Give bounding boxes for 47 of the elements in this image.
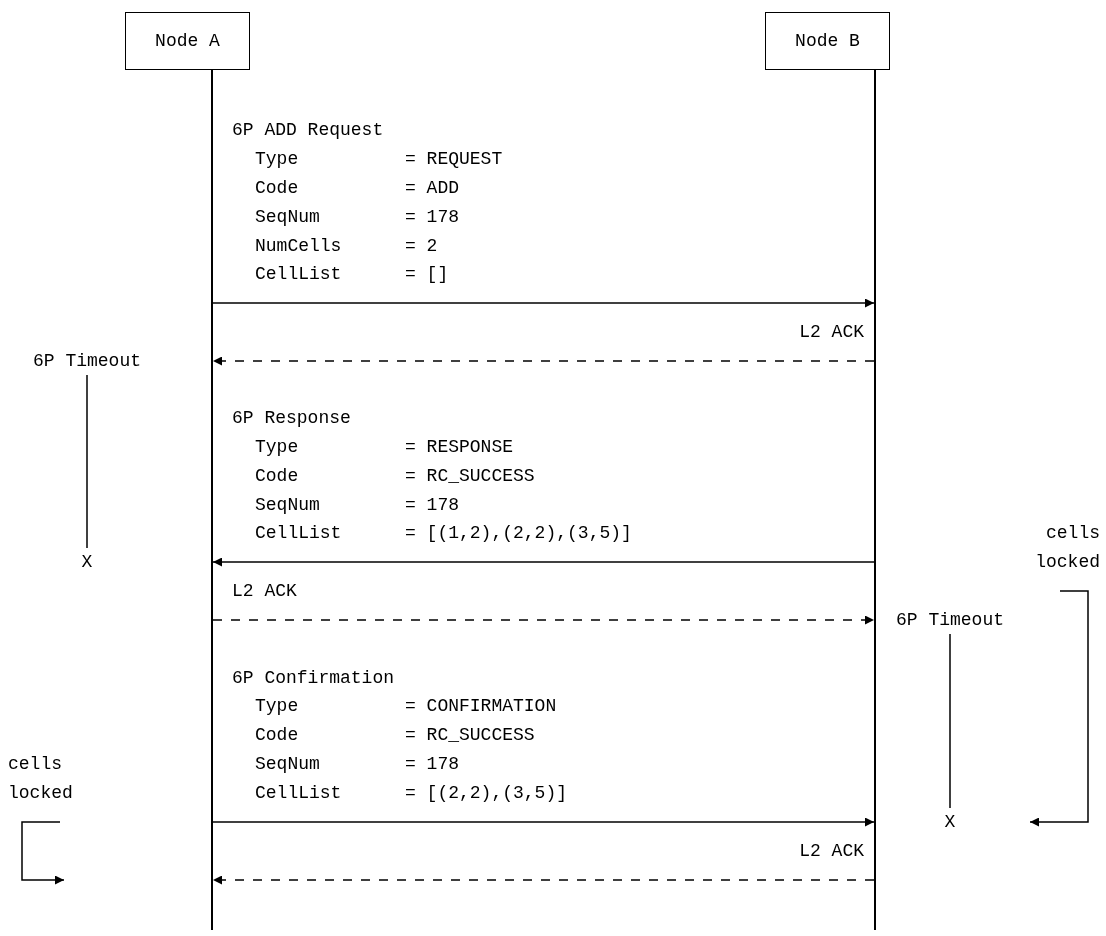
lifeline (874, 70, 876, 930)
field-value: = REQUEST (405, 148, 503, 171)
field-name: CellList (255, 263, 342, 286)
message-title: 6P ADD Request (232, 119, 384, 142)
field-value: = 178 (405, 206, 459, 229)
field-name: Type (255, 148, 299, 171)
field-name: Code (255, 465, 299, 488)
field-name: Code (255, 177, 299, 200)
message-title: 6P Confirmation (232, 667, 395, 690)
message-arrow (212, 817, 875, 827)
field-value: = RC_SUCCESS (405, 465, 535, 488)
field-name: Type (255, 695, 299, 718)
field-name: Code (255, 724, 299, 747)
state-note: cells locked (1034, 522, 1100, 574)
message-title: 6P Response (232, 407, 351, 430)
field-name: Type (255, 436, 299, 459)
participant-box: Node A (125, 12, 250, 70)
field-name: NumCells (255, 235, 342, 258)
field-name: SeqNum (255, 494, 320, 517)
field-value: = RESPONSE (405, 436, 514, 459)
timer-line (86, 374, 88, 549)
field-value: = [] (405, 263, 449, 286)
timeout-mark: X (940, 808, 960, 836)
field-name: CellList (255, 522, 342, 545)
participant-box: Node B (765, 12, 890, 70)
timer-label: 6P Timeout (895, 606, 1005, 634)
field-value: = CONFIRMATION (405, 695, 557, 718)
message-arrow (212, 875, 875, 885)
lifeline (211, 70, 213, 930)
state-note: cells locked (8, 753, 74, 805)
timer-label: 6P Timeout (32, 347, 142, 375)
field-value: = ADD (405, 177, 459, 200)
field-value: = 178 (405, 753, 459, 776)
field-value: = [(1,2),(2,2),(3,5)] (405, 522, 632, 545)
field-value: = 178 (405, 494, 459, 517)
field-value: = RC_SUCCESS (405, 724, 535, 747)
message-arrow (212, 356, 875, 366)
message-arrow (212, 615, 875, 625)
field-value: = 2 (405, 235, 438, 258)
timer-line (949, 633, 951, 809)
field-value: = [(2,2),(3,5)] (405, 782, 568, 805)
field-name: SeqNum (255, 753, 320, 776)
message-arrow (212, 298, 875, 308)
field-name: SeqNum (255, 206, 320, 229)
message-arrow (212, 557, 875, 567)
timeout-mark: X (77, 548, 97, 576)
field-name: CellList (255, 782, 342, 805)
